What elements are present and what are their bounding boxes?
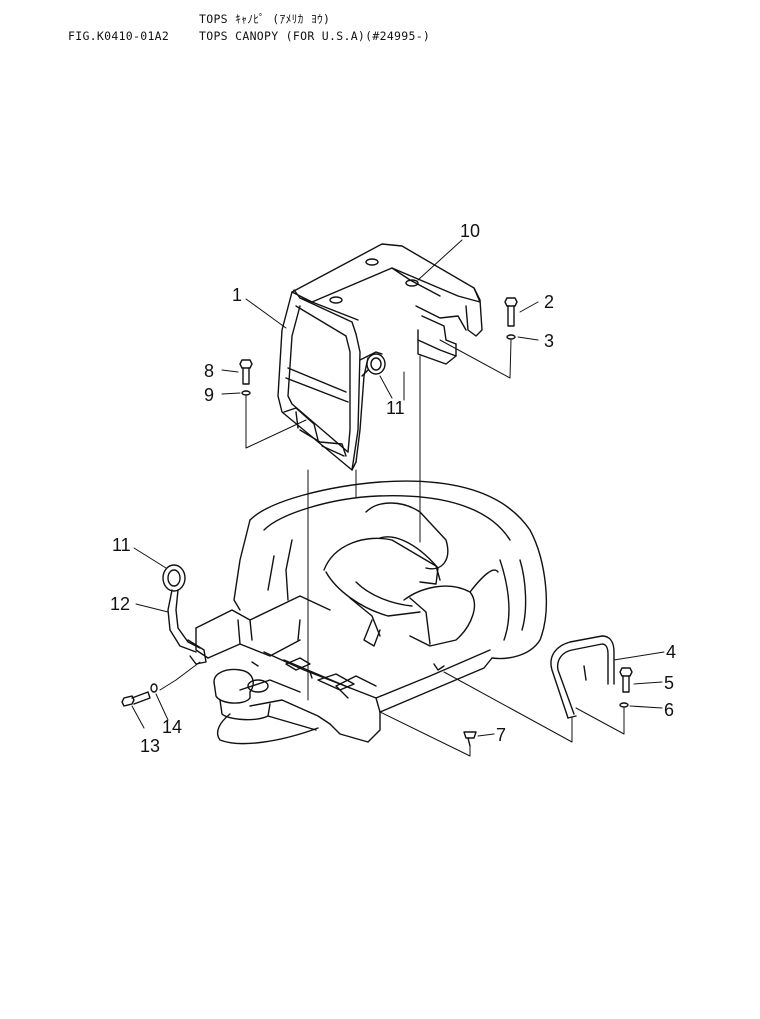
callout-3: 3 <box>544 331 554 351</box>
machine-upper-structure <box>195 480 548 745</box>
title-japanese: TOPS ｷｬﾉﾋﾟ (ｱﾒﾘｶ ﾖｳ) <box>199 12 331 26</box>
callout-8: 8 <box>204 361 214 381</box>
mirror-drawing-upper <box>361 353 386 377</box>
assembly-lines <box>159 339 625 757</box>
callout-13: 13 <box>140 736 160 756</box>
callout-2: 2 <box>544 292 554 312</box>
callout-5: 5 <box>664 673 674 693</box>
callout-12: 12 <box>110 594 130 614</box>
title-english: TOPS CANOPY (FOR U.S.A)(#24995-) <box>199 29 431 43</box>
figure-code: FIG.K0410-01A2 <box>68 29 170 43</box>
callout-4: 4 <box>666 642 676 662</box>
callout-10: 10 <box>460 221 480 241</box>
callout-1: 1 <box>232 285 242 305</box>
callout-numbers: 1 2 3 4 5 6 7 8 9 10 11 11 12 13 14 <box>110 221 676 756</box>
tops-canopy-drawing <box>277 243 483 471</box>
handrail-drawing <box>550 635 633 719</box>
bolt-washer-13-14 <box>121 683 158 707</box>
mirror-stay-drawing <box>162 564 207 665</box>
callout-6: 6 <box>664 700 674 720</box>
leader-lines <box>131 239 665 737</box>
bolt-washer-8-9 <box>239 359 253 396</box>
bolt-7 <box>463 731 477 747</box>
callout-7: 7 <box>496 725 506 745</box>
callout-14: 14 <box>162 717 182 737</box>
callout-11-lower: 11 <box>112 535 131 555</box>
callout-11-upper: 11 <box>386 398 405 418</box>
callout-9: 9 <box>204 385 214 405</box>
bolt-washer-2-3 <box>504 297 518 340</box>
diagram-header: TOPS ｷｬﾉﾋﾟ (ｱﾒﾘｶ ﾖｳ) FIG.K0410-01A2 TOPS… <box>0 0 760 60</box>
